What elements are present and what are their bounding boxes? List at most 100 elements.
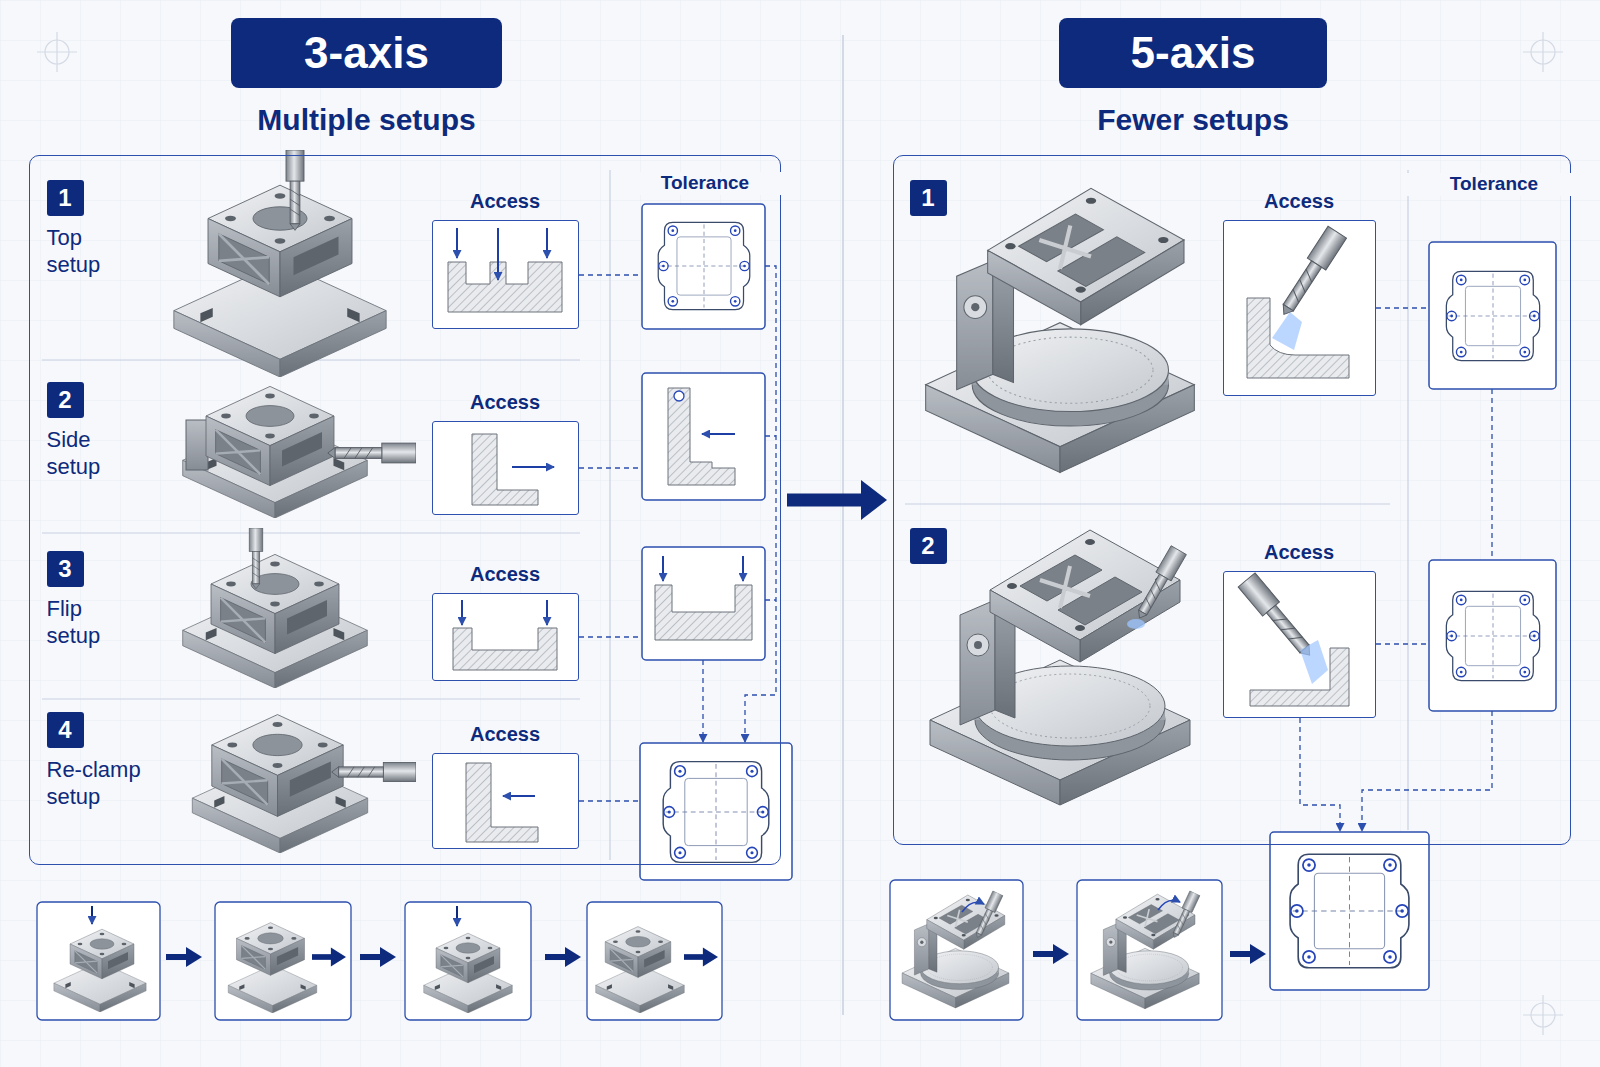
row-separator <box>609 170 610 860</box>
sequence-arrow <box>166 947 718 967</box>
side-setup-illustration <box>328 443 416 463</box>
tolerance-box <box>642 204 765 329</box>
dashed-link <box>579 274 642 275</box>
sequence-thumbnail <box>456 906 458 926</box>
tolerance-box <box>674 391 684 401</box>
tool-direction-arrow <box>662 556 664 581</box>
setup-caption: Re-clamp setup <box>47 756 159 811</box>
sequence-thumbnail <box>215 902 351 1020</box>
access-section <box>432 593 579 681</box>
tool-direction-arrow <box>742 556 744 581</box>
access-heading: Access <box>1224 540 1375 564</box>
tool-direction-arrow <box>546 600 548 625</box>
dashed-link <box>1491 389 1492 560</box>
center-divider <box>843 35 844 1015</box>
sequence-thumbnail <box>1077 880 1222 1020</box>
sequence-thumbnail <box>972 891 1003 940</box>
sequence-arrow <box>360 947 396 967</box>
sequence-thumbnail <box>902 895 1009 1008</box>
dashed-link <box>579 467 642 468</box>
sequence-thumbnail <box>890 880 1222 1020</box>
sequence-thumbnail <box>237 923 305 976</box>
row-separator <box>42 532 580 533</box>
sequence-thumbnail <box>405 902 531 1020</box>
tool-direction-arrow <box>663 434 743 581</box>
dashed-link <box>1376 307 1429 308</box>
corner-mark <box>37 32 1563 1035</box>
side-setup-illustration <box>328 443 416 463</box>
tool-direction-arrow <box>457 228 554 796</box>
tolerance-box <box>663 762 769 863</box>
callout-number: 2 <box>910 528 947 564</box>
access-section <box>1250 648 1349 706</box>
sequence-arrow <box>1230 944 1266 964</box>
sequence-arrow <box>684 948 718 967</box>
sequence-thumbnail <box>1158 900 1180 910</box>
dashed-link <box>765 599 776 600</box>
step-badge: 1Top setup <box>47 180 84 216</box>
trunnion-illustration <box>930 530 1190 805</box>
side-setup-illustration <box>183 386 416 518</box>
flip-setup-illustration <box>183 528 368 688</box>
corner-mark <box>1523 32 1563 72</box>
dashed-link <box>579 266 776 801</box>
tool-direction-arrow <box>461 600 463 625</box>
tolerance-box <box>642 373 765 500</box>
access-section <box>472 434 538 505</box>
access-section <box>1300 640 1328 684</box>
row-separator <box>905 503 1390 504</box>
trunnion-illustration <box>926 188 1195 805</box>
sequence-arrow <box>1033 944 1266 964</box>
access-section <box>1223 571 1376 718</box>
title-badge: 3-axisMultiple setups <box>231 18 502 88</box>
callout-number: 2 <box>47 382 84 418</box>
corner-mark <box>1523 995 1563 1035</box>
access-section <box>432 753 579 849</box>
access-heading: Access <box>433 722 578 746</box>
tolerance-box <box>655 585 752 640</box>
callout-number: 1 <box>910 180 947 216</box>
dashed-link <box>579 636 642 637</box>
flow-arrow <box>787 480 887 520</box>
access-heading: Access <box>433 562 578 586</box>
dashed-link <box>1300 718 1340 831</box>
access-section <box>1223 220 1376 718</box>
tool-direction-arrow <box>546 228 548 258</box>
tolerance-box <box>658 222 750 309</box>
tolerance-box <box>640 743 792 880</box>
setup-caption: Flip setup <box>47 595 117 650</box>
sequence-thumbnail <box>890 880 1023 1020</box>
tool-direction-arrow <box>512 466 554 468</box>
tolerance-box <box>640 204 792 880</box>
tolerance-box <box>668 388 735 485</box>
access-box: Access <box>432 753 579 849</box>
sequence-arrow <box>1033 944 1069 964</box>
callout-number: 1 <box>47 180 84 216</box>
sequence-thumbnail <box>91 906 93 924</box>
tolerance-box <box>1270 242 1556 990</box>
step-badge: 1 <box>910 180 947 216</box>
side-setup-illustration <box>186 420 208 470</box>
title-text: 3-axis <box>231 18 502 88</box>
dashed-link <box>1376 643 1429 644</box>
reclamp-setup-illustration <box>192 715 416 853</box>
access-section <box>453 628 557 670</box>
tolerance-box <box>642 547 765 660</box>
top-setup-illustration <box>174 150 386 377</box>
sequence-thumbnail <box>37 902 722 1020</box>
trunnion-illustration <box>1132 546 1186 623</box>
sequence-arrow <box>166 947 202 967</box>
sequence-thumbnail <box>37 902 160 1020</box>
tool-direction-arrow <box>497 228 499 280</box>
access-section <box>448 262 562 312</box>
sequence-arrow <box>545 947 581 967</box>
top-setup-illustration <box>286 150 304 230</box>
setup-caption: Top setup <box>47 224 117 279</box>
step-badge: 3Flip setup <box>47 551 84 587</box>
dashed-link <box>745 266 776 742</box>
dashed-link <box>579 800 640 801</box>
tolerance-box <box>1290 854 1409 967</box>
dashed-link <box>702 660 703 742</box>
sequence-arrow <box>312 948 346 967</box>
